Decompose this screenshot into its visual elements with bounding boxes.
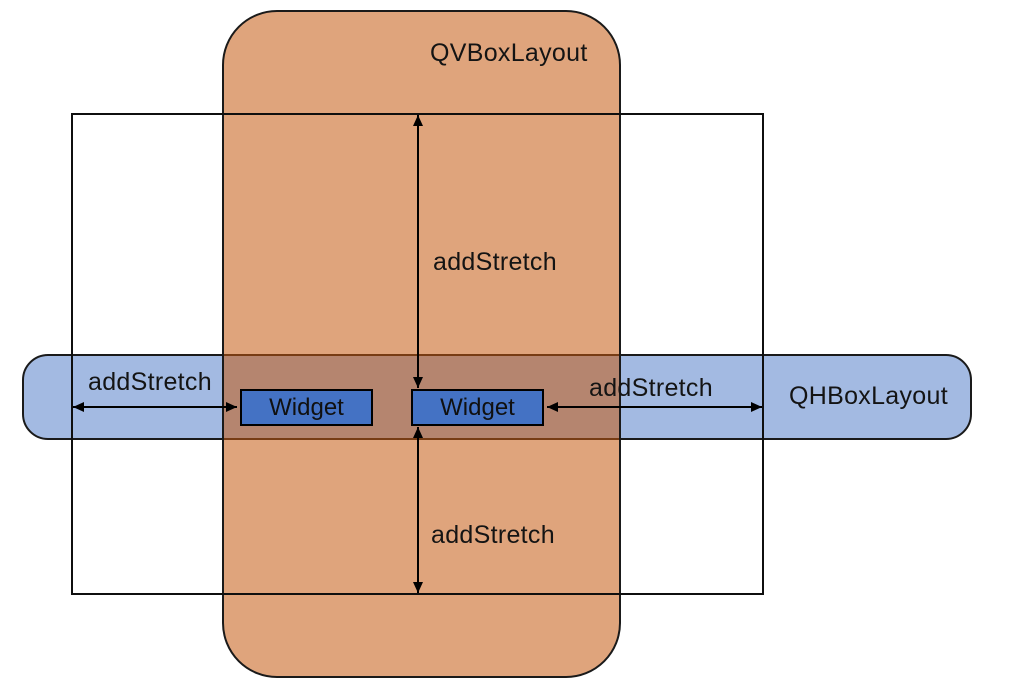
qvboxlayout-label: QVBoxLayout	[430, 39, 588, 67]
stretch-label-left: addStretch	[88, 368, 212, 396]
widget-label: Widget	[269, 393, 344, 421]
stretch-label-top: addStretch	[433, 248, 557, 276]
widget-box: Widget	[411, 389, 544, 426]
stretch-arrow-bottom-icon	[413, 427, 423, 593]
stretch-arrow-left-icon	[73, 402, 237, 412]
stretch-label-right: addStretch	[589, 374, 713, 402]
client-area-rect	[71, 113, 764, 595]
qhboxlayout-label: QHBoxLayout	[789, 382, 948, 410]
stretch-arrow-top-icon	[413, 115, 423, 388]
stretch-label-bottom: addStretch	[431, 521, 555, 549]
widget-label: Widget	[440, 393, 515, 421]
widget-box: Widget	[240, 389, 373, 426]
stretch-arrow-right-icon	[547, 402, 762, 412]
